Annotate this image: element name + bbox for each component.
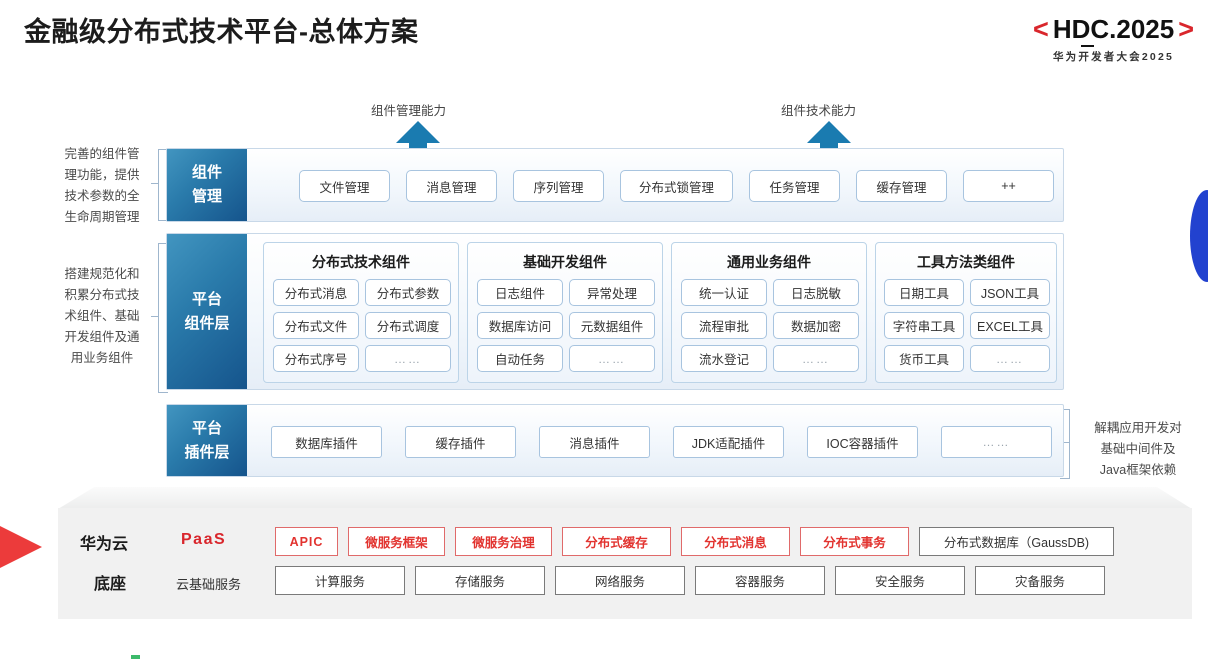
component-management-panel: 组件 管理 文件管理 消息管理 序列管理 分布式锁管理 任务管理 缓存管理 ++ [166, 148, 1064, 222]
platform-component-layer-tab-line1: 平台 [191, 290, 222, 308]
chip-log-component[interactable]: 日志组件 [477, 279, 563, 306]
side-note-right-1: 解耦应用开发对 基础中间件及 Java框架依赖 [1094, 421, 1182, 477]
group-title-utility: 工具方法类组件 [917, 254, 1015, 270]
chip-cache-management[interactable]: 缓存管理 [856, 170, 947, 202]
component-management-tab: 组件 管理 [167, 149, 247, 221]
cloud-box-storage[interactable]: 存储服务 [415, 566, 545, 595]
chip-plus-plus[interactable]: ++ [963, 170, 1054, 202]
paas-box-apic[interactable]: APIC [275, 527, 338, 556]
base-title-line1: 华为云 [80, 536, 129, 553]
chip-distributed-file[interactable]: 分布式文件 [273, 312, 359, 339]
platform-plugin-layer-panel: 平台 插件层 数据库插件 缓存插件 消息插件 JDK适配插件 IOC容器插件 …… [166, 404, 1064, 477]
chip-data-encryption[interactable]: 数据加密 [773, 312, 859, 339]
hdc-logo-text: HDC.2025 [1052, 14, 1175, 44]
platform-plugin-layer-tab-line1: 平台 [191, 419, 222, 437]
paas-box-distributed-database[interactable]: 分布式数据库（GaussDB) [919, 527, 1114, 556]
chip-distributed-parameter[interactable]: 分布式参数 [365, 279, 451, 306]
base-slab-top-face [58, 487, 1192, 509]
hdc-logo-subtitle: 华为开发者大会2025 [1052, 51, 1175, 63]
paas-box-microservice-governance[interactable]: 微服务治理 [455, 527, 552, 556]
group-title-basic-dev: 基础开发组件 [523, 254, 607, 270]
base-title-line2: 底座 [94, 576, 127, 593]
chip-log-masking[interactable]: 日志脱敏 [773, 279, 859, 306]
green-mark-decoration [131, 655, 140, 659]
cloud-box-security[interactable]: 安全服务 [835, 566, 965, 595]
arrow-label-component-management: 组件管理能力 [371, 104, 447, 118]
base-slab-body: 华为云 底座 PaaS 云基础服务 APIC 微服务框架 微服务治理 分布式缓存… [58, 508, 1192, 619]
brace-left-1 [158, 149, 168, 221]
chip-metadata-component[interactable]: 元数据组件 [569, 312, 655, 339]
chip-transaction-log[interactable]: 流水登记 [681, 345, 767, 372]
brace-right-1 [1060, 409, 1070, 479]
chip-process-approval[interactable]: 流程审批 [681, 312, 767, 339]
group-basic-dev-components: 基础开发组件 日志组件 异常处理 数据库访问 元数据组件 自动任务 …… [467, 242, 663, 383]
chip-more-plugin[interactable]: …… [941, 426, 1052, 458]
chip-currency-util[interactable]: 货币工具 [884, 345, 964, 372]
paas-box-distributed-cache[interactable]: 分布式缓存 [562, 527, 671, 556]
chip-more-1[interactable]: …… [365, 345, 451, 372]
platform-component-layer-tab-line2: 组件层 [184, 314, 230, 332]
chip-file-management[interactable]: 文件管理 [299, 170, 390, 202]
brace-left-2-tick [151, 316, 158, 318]
arrow-label-component-technology: 组件技术能力 [781, 104, 857, 118]
group-distributed-tech-components: 分布式技术组件 分布式消息 分布式参数 分布式文件 分布式调度 分布式序号 …… [263, 242, 459, 383]
chip-distributed-message[interactable]: 分布式消息 [273, 279, 359, 306]
chip-auto-task[interactable]: 自动任务 [477, 345, 563, 372]
cloud-box-network[interactable]: 网络服务 [555, 566, 685, 595]
cloud-box-disaster-recovery[interactable]: 灾备服务 [975, 566, 1105, 595]
brace-left-2 [158, 243, 168, 393]
hdc-logo-text-wrap: HDC.2025 [1052, 14, 1175, 47]
blue-arc-decoration [1190, 190, 1208, 282]
cloud-box-compute[interactable]: 计算服务 [275, 566, 405, 595]
group-title-common-business: 通用业务组件 [727, 254, 811, 270]
chip-distributed-schedule[interactable]: 分布式调度 [365, 312, 451, 339]
chip-json-util[interactable]: JSON工具 [970, 279, 1050, 306]
platform-component-layer-panel: 平台 组件层 分布式技术组件 分布式消息 分布式参数 分布式文件 分布式调度 分… [166, 233, 1064, 390]
group-utility-components: 工具方法类组件 日期工具 JSON工具 字符串工具 EXCEL工具 货币工具 …… [875, 242, 1057, 383]
group-title-distributed-tech: 分布式技术组件 [312, 254, 410, 270]
chip-db-access[interactable]: 数据库访问 [477, 312, 563, 339]
chip-cache-plugin[interactable]: 缓存插件 [405, 426, 516, 458]
paas-label: PaaS [181, 531, 227, 548]
component-management-tab-line1: 组件 [191, 164, 222, 181]
chip-distributed-lock-management[interactable]: 分布式锁管理 [620, 170, 733, 202]
paas-box-distributed-transaction[interactable]: 分布式事务 [800, 527, 909, 556]
chip-more-2[interactable]: …… [569, 345, 655, 372]
hdc-logo: < HDC.2025 > 华为开发者大会2025 [1033, 14, 1194, 64]
brace-left-1-tick [151, 183, 158, 185]
platform-plugin-layer-tab: 平台 插件层 [167, 405, 247, 476]
platform-component-layer-tab: 平台 组件层 [167, 234, 247, 389]
bracket-left-icon: < [1033, 14, 1049, 44]
side-note-left-2: 搭建规范化和 积累分布式技 术组件、基础 开发组件及通 用业务组件 [64, 267, 140, 365]
platform-plugin-layer-tab-line2: 插件层 [184, 443, 230, 461]
chip-message-plugin[interactable]: 消息插件 [539, 426, 650, 458]
page-title: 金融级分布式技术平台-总体方案 [24, 17, 419, 47]
chip-database-plugin[interactable]: 数据库插件 [271, 426, 382, 458]
chip-more-4[interactable]: …… [970, 345, 1050, 372]
paas-box-distributed-message[interactable]: 分布式消息 [681, 527, 790, 556]
bracket-right-icon: > [1178, 14, 1194, 44]
chip-jdk-adapter-plugin[interactable]: JDK适配插件 [673, 426, 784, 458]
chip-date-util[interactable]: 日期工具 [884, 279, 964, 306]
chip-message-management[interactable]: 消息管理 [406, 170, 497, 202]
chip-task-management[interactable]: 任务管理 [749, 170, 840, 202]
cloud-base-service-label: 云基础服务 [176, 577, 242, 592]
chip-distributed-serial[interactable]: 分布式序号 [273, 345, 359, 372]
chip-string-util[interactable]: 字符串工具 [884, 312, 964, 339]
chip-unified-auth[interactable]: 统一认证 [681, 279, 767, 306]
chip-sequence-management[interactable]: 序列管理 [513, 170, 604, 202]
paas-box-microservice-framework[interactable]: 微服务框架 [348, 527, 445, 556]
group-common-business-components: 通用业务组件 统一认证 日志脱敏 流程审批 数据加密 流水登记 …… [671, 242, 867, 383]
cloud-box-container[interactable]: 容器服务 [695, 566, 825, 595]
hdc-underline-accent [1080, 45, 1094, 47]
side-note-left-1: 完善的组件管 理功能，提供 技术参数的全 生命周期管理 [64, 147, 140, 224]
red-wedge-decoration [0, 505, 42, 589]
brace-right-1-tick [1062, 442, 1069, 444]
hdc-logo-main: < HDC.2025 > [1033, 14, 1194, 47]
chip-excel-util[interactable]: EXCEL工具 [970, 312, 1050, 339]
chip-ioc-container-plugin[interactable]: IOC容器插件 [807, 426, 918, 458]
chip-more-3[interactable]: …… [773, 345, 859, 372]
component-management-tab-line2: 管理 [191, 188, 222, 205]
chip-exception-handle[interactable]: 异常处理 [569, 279, 655, 306]
